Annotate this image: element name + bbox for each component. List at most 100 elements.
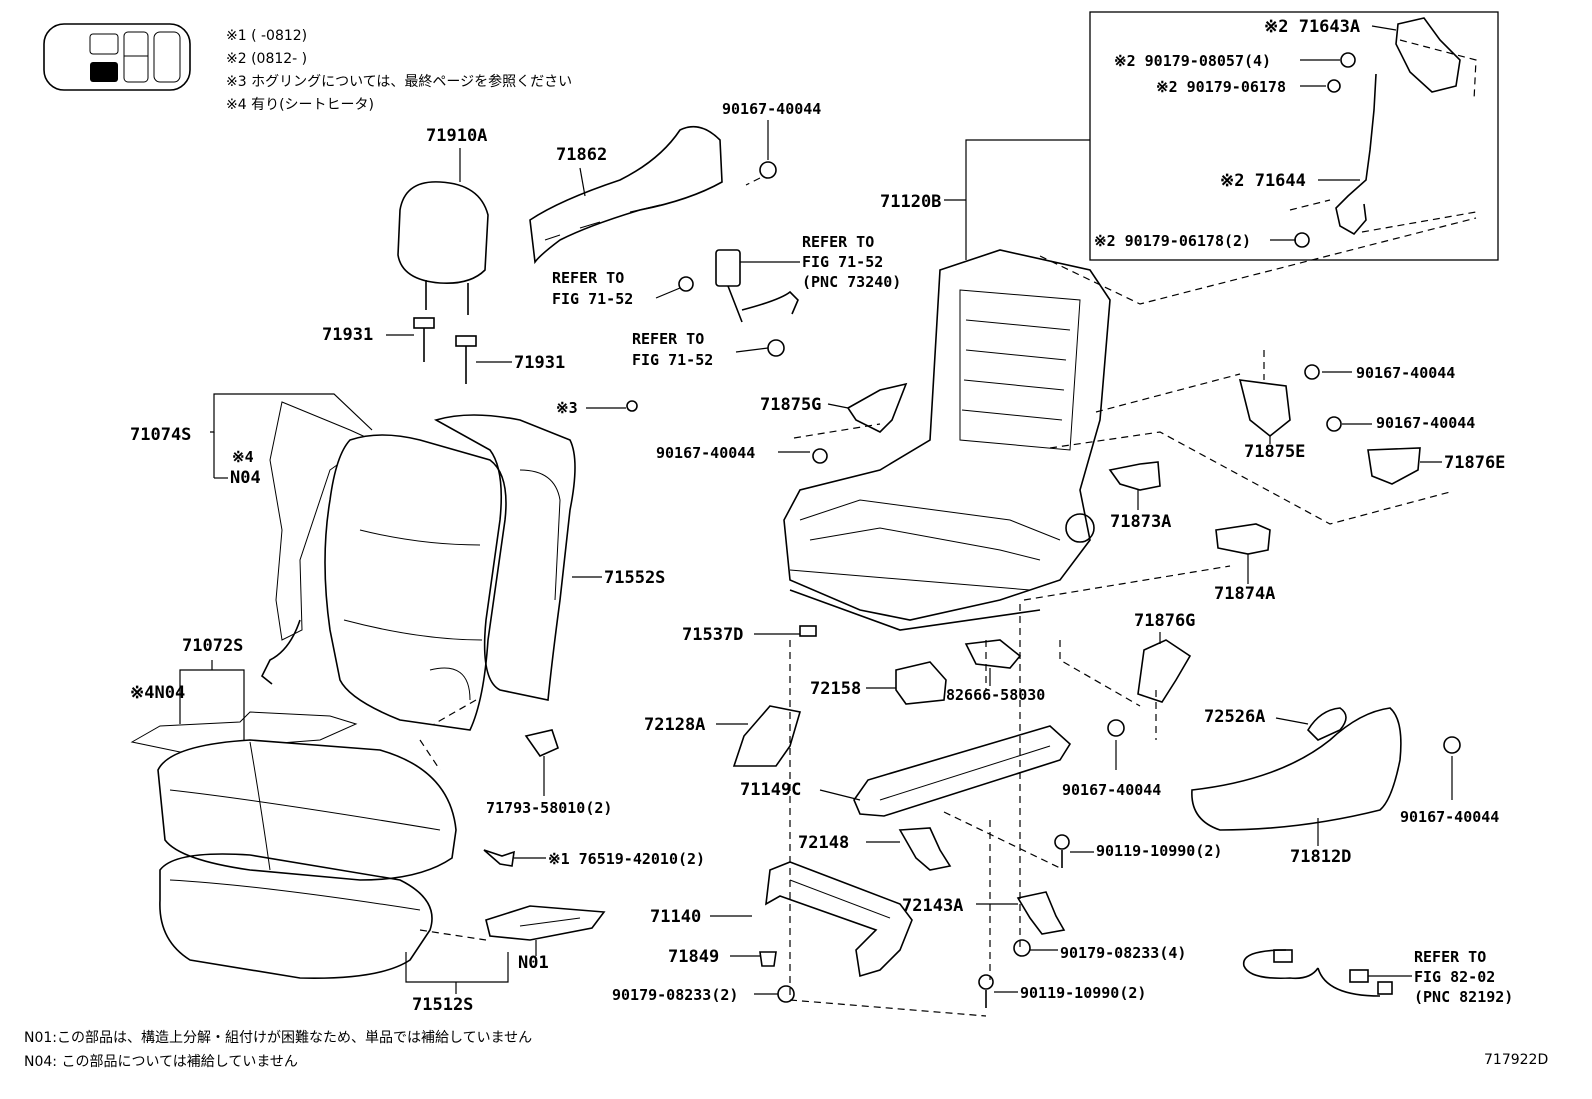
- cover-71876G: [1137, 639, 1192, 703]
- seatback-pad: [433, 414, 576, 701]
- bracket-72143A: [1016, 891, 1066, 935]
- heater-wire-back: [260, 619, 301, 685]
- label-90167-top: 90167-40044: [722, 100, 821, 118]
- headrest-support-right: [455, 335, 477, 384]
- bolt-10990-a: [1054, 834, 1070, 850]
- label-71873A: 71873A: [1110, 512, 1171, 532]
- label-71875E: 71875E: [1244, 442, 1305, 462]
- label-90179-06178-a: ※2 90179-06178: [1156, 78, 1286, 96]
- refer-to-3a: REFER TO: [632, 330, 704, 348]
- cushion-cover: [157, 739, 457, 881]
- bracket-72158: [895, 661, 947, 705]
- seat-locator-icon: [43, 23, 191, 91]
- refer-to-2a: REFER TO: [552, 269, 624, 287]
- label-71910A: 71910A: [426, 126, 487, 146]
- label-71074S: 71074S: [130, 425, 191, 445]
- cover-71875G: [846, 382, 908, 433]
- label-71812D: 71812D: [1290, 847, 1351, 867]
- footer-n01-note: N01:この部品は、構造上分解・組付けが困難なため、単品では補給していません: [24, 1030, 532, 1046]
- seatbelt-buckle: [678, 249, 799, 357]
- label-71537D: 71537D: [682, 625, 743, 645]
- headrest-part: [397, 181, 489, 315]
- label-72143A: 72143A: [902, 896, 963, 916]
- hog-ring: [626, 400, 638, 412]
- label-71644: ※2 71644: [1220, 171, 1306, 191]
- label-71140: 71140: [650, 907, 701, 927]
- recliner-cable-71644: [1335, 73, 1377, 236]
- cover-71875E: [1238, 379, 1291, 438]
- label-71643A: ※2 71643A: [1264, 17, 1360, 37]
- refer-to-4c: (PNC 82192): [1414, 988, 1513, 1006]
- headrest-support-left: [413, 317, 435, 362]
- label-71875G: 71875G: [760, 395, 821, 415]
- cushion-pad: [159, 853, 433, 979]
- figure-code: 717922D: [1484, 1052, 1548, 1068]
- label-71149C: 71149C: [740, 780, 801, 800]
- shield-71812D: [1191, 707, 1402, 831]
- bolt-71849: [759, 951, 777, 967]
- label-90167-r2: 90167-40044: [1376, 414, 1475, 432]
- refer-to-3b: FIG 71-52: [632, 351, 713, 369]
- label-82666: 82666-58030: [946, 686, 1045, 704]
- screw-r2: [1326, 416, 1342, 432]
- bracket-71873A: [1108, 461, 1161, 491]
- label-90179-08057: ※2 90179-08057(4): [1114, 52, 1271, 70]
- bracket-72128A: [732, 705, 802, 767]
- label-72526A: 72526A: [1204, 707, 1265, 727]
- cover-71876E: [1367, 447, 1421, 485]
- label-71931-left: 71931: [322, 325, 373, 345]
- seatback-cover: [324, 434, 507, 731]
- label-90119-a: 90119-10990(2): [1096, 842, 1222, 860]
- rail-cover-71149C: [853, 725, 1072, 817]
- label-90179-08233-a: 90179-08233(2): [612, 986, 738, 1004]
- seat-frame-assembly: [783, 249, 1111, 631]
- cushion-frame-part-n01: [485, 905, 606, 941]
- wire-harness: [1242, 949, 1393, 997]
- bracket-71874A: [1215, 523, 1271, 555]
- label-71793: 71793-58010(2): [486, 799, 612, 817]
- screw-r1: [1304, 364, 1320, 380]
- clip-71793: [524, 729, 559, 796]
- label-71120B: 71120B: [880, 192, 941, 212]
- label-mark4-N04: ※4N04: [130, 683, 185, 703]
- refer-to-4a: REFER TO: [1414, 948, 1486, 966]
- label-71072S: 71072S: [182, 636, 243, 656]
- label-90167-m: 90167-40044: [1062, 781, 1161, 799]
- label-72128A: 72128A: [644, 715, 705, 735]
- label-71862: 71862: [556, 145, 607, 165]
- label-71849: 71849: [668, 947, 719, 967]
- refer-to-2b: FIG 71-52: [552, 290, 633, 308]
- label-72148: 72148: [798, 833, 849, 853]
- lever-72526A: [1306, 707, 1347, 741]
- rail-71140: [765, 861, 913, 978]
- label-mark-3: ※3: [556, 399, 578, 417]
- label-90179-08233-b: 90179-08233(4): [1060, 944, 1186, 962]
- note-4: ※4 有り(シートヒータ): [226, 97, 374, 113]
- note-3: ※3 ホグリングについては、最終ページを参照ください: [226, 73, 572, 90]
- label-71874A: 71874A: [1214, 584, 1275, 604]
- label-90167-left: 90167-40044: [656, 444, 755, 462]
- label-90179-06178-b: ※2 90179-06178(2): [1094, 232, 1251, 250]
- label-90119-b: 90119-10990(2): [1020, 984, 1146, 1002]
- footer-n04-note: N04: この部品については補給していません: [24, 1054, 298, 1070]
- nut-08057: [1340, 52, 1356, 68]
- note-1: ※1 ( -0812): [226, 28, 307, 44]
- nut-06178-a: [1327, 79, 1341, 93]
- clip-82666: [964, 639, 1022, 669]
- label-72158: 72158: [810, 679, 861, 699]
- screw-rr: [1443, 736, 1461, 754]
- label-71876G: 71876G: [1134, 611, 1195, 631]
- screw-m: [1107, 719, 1125, 737]
- label-76519: ※1 76519-42010(2): [548, 850, 705, 868]
- recliner-cover-71643A: [1395, 17, 1477, 101]
- nut-08233-b: [1013, 939, 1031, 957]
- refer-to-4b: FIG 82-02: [1414, 968, 1495, 986]
- refer-to-1b: FIG 71-52: [802, 253, 883, 271]
- bolt-10990-b: [978, 974, 994, 990]
- label-N01: N01: [518, 953, 549, 973]
- part-71537D: [799, 625, 817, 637]
- label-90167-rr: 90167-40044: [1400, 808, 1499, 826]
- refer-to-1a: REFER TO: [802, 233, 874, 251]
- screw-left: [812, 448, 828, 464]
